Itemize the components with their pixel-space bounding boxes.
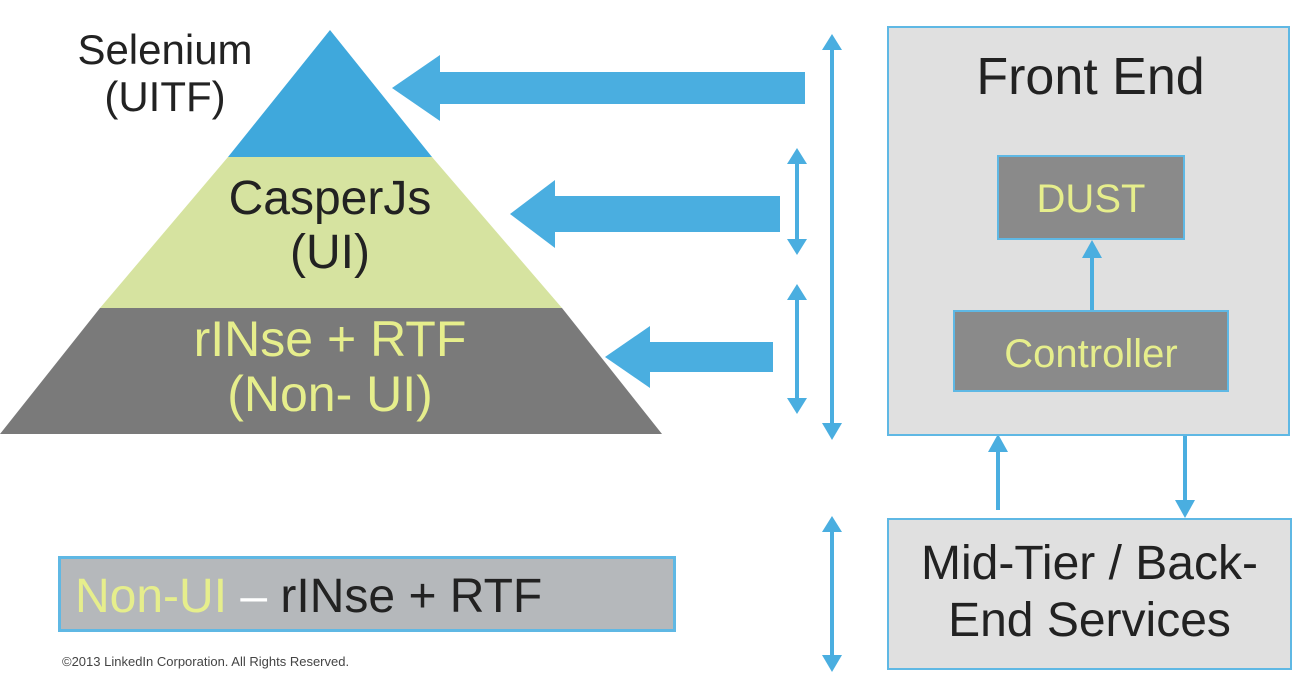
pyramid-top-label: Selenium (UITF): [45, 26, 285, 120]
arrow-to-selenium: [392, 55, 805, 121]
rinse-rtf-text: rINse + RTF: [193, 311, 467, 367]
pyramid-top-tier: [228, 30, 432, 157]
front-end-title: Front End: [976, 48, 1205, 106]
legend-rinse-rtf: rINse + RTF: [280, 570, 543, 623]
backend-line2: End Services: [948, 593, 1231, 647]
uitf-text: (UITF): [104, 73, 226, 121]
casperjs-text: CasperJs: [228, 172, 432, 225]
legend-text: Non-UI – rINse + RTF: [75, 570, 543, 624]
arrow-frontend-to-backend: [1175, 436, 1195, 518]
backend-label: Mid-Tier / Back- End Services: [889, 536, 1290, 649]
scope-arrow-backend: [822, 516, 842, 672]
pyramid-bottom-tier: [0, 308, 662, 434]
dust-box: DUST: [997, 155, 1185, 240]
selenium-text: Selenium: [77, 26, 253, 73]
ui-text: (UI): [290, 225, 370, 279]
legend-non-ui: Non-UI: [75, 570, 228, 623]
arrow-to-casperjs: [510, 180, 780, 248]
scope-arrow-long: [822, 34, 842, 440]
legend-box: Non-UI – rINse + RTF: [58, 556, 676, 632]
dust-label: DUST: [1036, 177, 1146, 221]
non-ui-text: (Non- UI): [227, 366, 433, 422]
copyright-footer: ©2013 LinkedIn Corporation. All Rights R…: [62, 654, 350, 669]
scope-arrow-middle: [787, 148, 807, 255]
controller-box: Controller: [953, 310, 1229, 392]
pyramid-middle-label: CasperJs (UI): [180, 172, 480, 280]
legend-dash: –: [227, 570, 281, 623]
arrow-to-rinse: [605, 326, 773, 388]
pyramid-middle-tier: [100, 157, 562, 308]
arrow-backend-to-frontend: [988, 434, 1008, 510]
pyramid-bottom-label: rINse + RTF (Non- UI): [150, 312, 510, 422]
scope-arrow-short: [787, 284, 807, 414]
backend-line1: Mid-Tier / Back-: [921, 537, 1258, 590]
backend-box: Mid-Tier / Back- End Services: [887, 518, 1292, 670]
controller-label: Controller: [1004, 332, 1178, 376]
